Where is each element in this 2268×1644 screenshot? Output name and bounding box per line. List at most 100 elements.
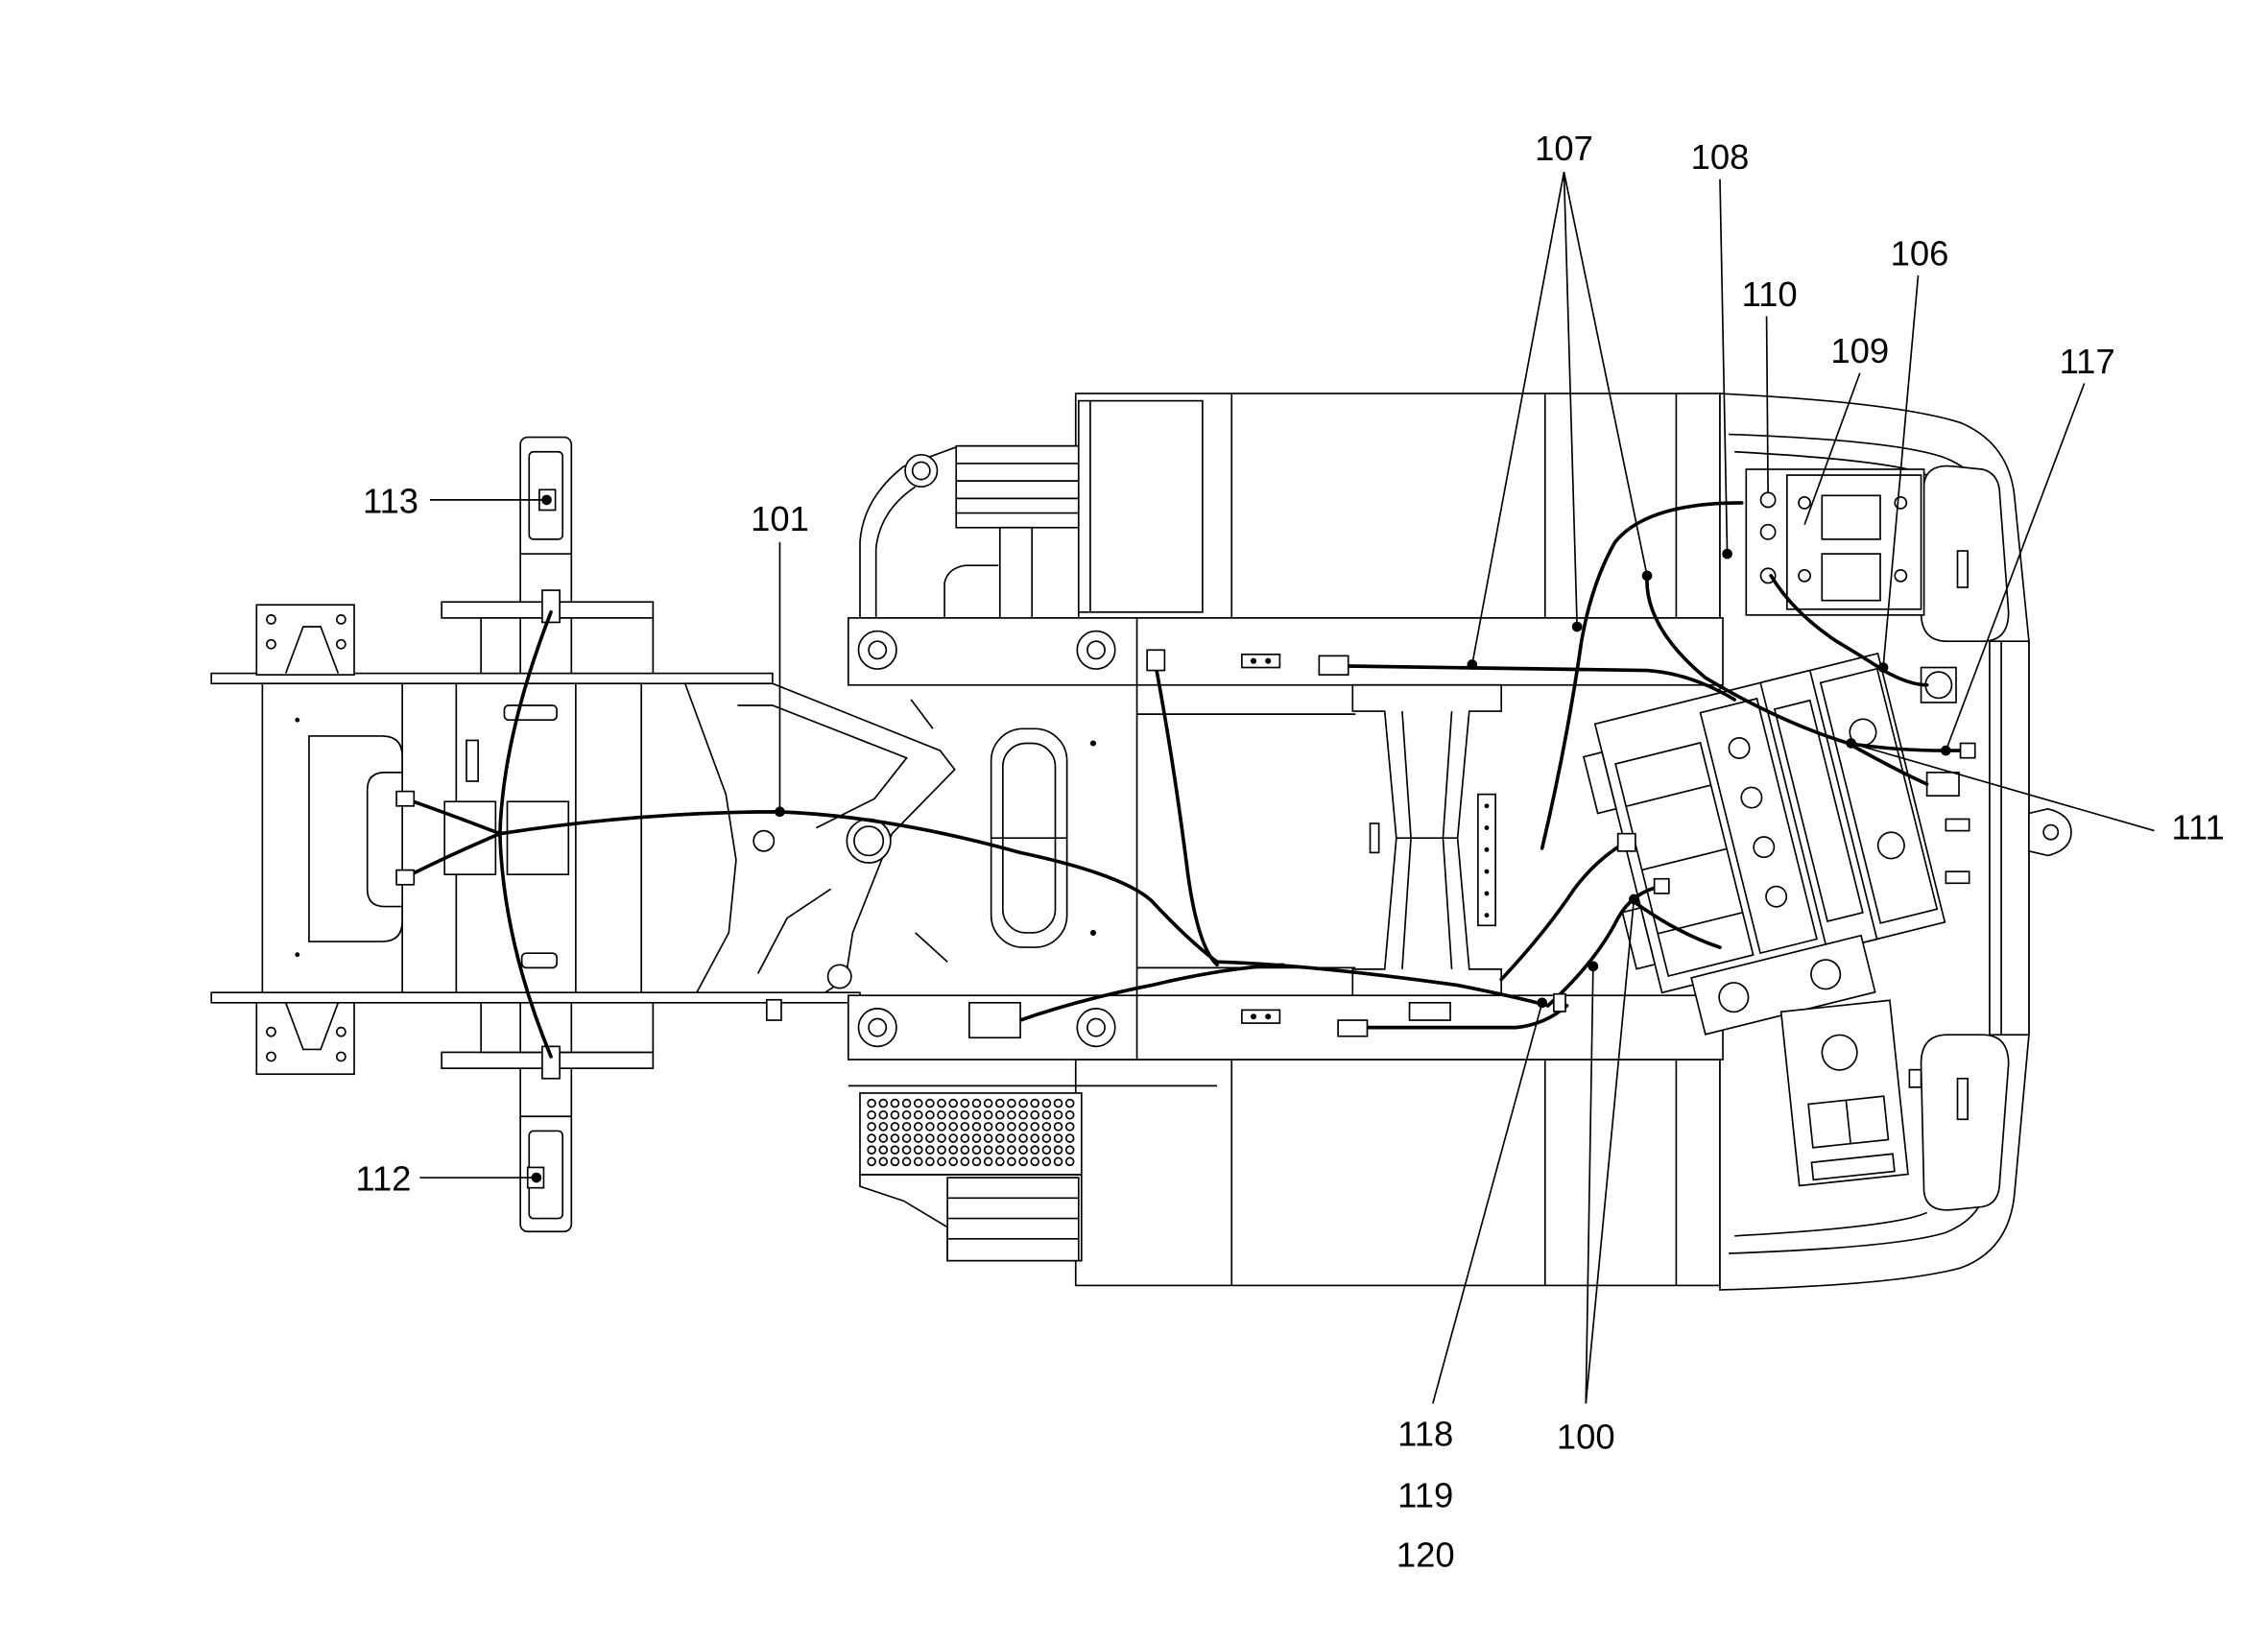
grating-hole [878, 1098, 889, 1108]
grating-hole [925, 1156, 935, 1167]
grating-hole [937, 1122, 946, 1132]
grating-hole [960, 1098, 970, 1108]
axle-connector-top [541, 589, 561, 624]
leader-107 [1563, 172, 1648, 577]
ref-numeral-112: 112 [355, 1159, 411, 1199]
grating-hole [913, 1098, 923, 1108]
grating-hole [983, 1098, 993, 1108]
grating-hole [1007, 1145, 1016, 1155]
grating-hole [878, 1145, 889, 1155]
grating-hole [890, 1145, 900, 1155]
grating-hole [995, 1156, 1005, 1167]
grating-hole [901, 1122, 912, 1132]
rear-mount-bracket-top [255, 604, 355, 676]
grating-hole [913, 1109, 923, 1120]
grating-hole [925, 1145, 935, 1155]
battery-engine-harness [1769, 574, 1885, 673]
lower-body-deck [1074, 1059, 1721, 1287]
grating-hole [1030, 1109, 1040, 1120]
junction-box [968, 1001, 1021, 1039]
connector [1337, 1019, 1369, 1037]
grating-holes [867, 1098, 1075, 1167]
grating-hole [971, 1156, 982, 1167]
grating-hole [1018, 1122, 1028, 1132]
axle-harness [498, 609, 553, 1059]
grating-hole [901, 1098, 912, 1108]
harness-connectors [395, 649, 1976, 1039]
axle-connector-bottom [541, 1045, 561, 1080]
grating-hole [995, 1098, 1005, 1108]
grating-hole [948, 1156, 958, 1167]
grating-hole [1053, 1145, 1063, 1155]
fender-bottom [1920, 1034, 2010, 1211]
grating-hole [878, 1122, 889, 1132]
ref-numeral-111: 111 [2171, 808, 2224, 847]
grating-hole [1030, 1122, 1040, 1132]
grating-hole [1053, 1109, 1063, 1120]
grating-hole [867, 1122, 876, 1132]
ref-numeral-100: 100 [1557, 1418, 1615, 1457]
grating-hole [1007, 1122, 1016, 1132]
grating-hole [960, 1109, 970, 1120]
grating-hole [901, 1133, 912, 1143]
grating-hole [1053, 1122, 1063, 1132]
hydraulic-tank [990, 727, 1097, 948]
ref-numeral-107: 107 [1535, 129, 1593, 168]
connector [395, 869, 416, 886]
grating-hole [867, 1156, 876, 1167]
grating-hole [913, 1133, 923, 1143]
leader-110 [1765, 316, 1769, 493]
grating-hole [983, 1133, 993, 1143]
ref-numeral-101: 101 [751, 499, 809, 538]
leader-107 [1563, 172, 1578, 628]
grating-hole [937, 1145, 946, 1155]
leader-108 [1719, 179, 1729, 555]
grating-hole [1007, 1098, 1016, 1108]
grating-hole [948, 1145, 958, 1155]
rear-wheel-bottom [519, 1051, 573, 1233]
grating-hole [983, 1122, 993, 1132]
grating-hole [1041, 1098, 1052, 1108]
grating-hole [1064, 1145, 1075, 1155]
rear-mount-bracket-bottom [255, 1001, 355, 1076]
grating-hole [878, 1156, 889, 1167]
grating-hole [995, 1133, 1005, 1143]
reference-numerals: 107 108 106 110 109 117 113 101 111 112 … [355, 129, 2224, 1574]
grating-hole [890, 1156, 900, 1167]
grating-hole [983, 1156, 993, 1167]
grating-hole [971, 1122, 982, 1132]
leader-111 [1850, 742, 2155, 832]
grating-hole [878, 1109, 889, 1120]
engine [1582, 652, 1946, 1036]
grating-hole [901, 1145, 912, 1155]
grating-hole [971, 1098, 982, 1108]
grating-hole [983, 1145, 993, 1155]
rear-axle-plate-bottom [441, 1001, 655, 1080]
connector [1318, 655, 1349, 676]
grating-hole [948, 1109, 958, 1120]
grating-hole [890, 1133, 900, 1143]
leader-100 [1585, 898, 1635, 1404]
grating-hole [971, 1133, 982, 1143]
access-step [848, 1084, 1218, 1262]
rear-axle-plate-top [441, 589, 655, 675]
grating-hole [1053, 1133, 1063, 1143]
connector [1616, 832, 1636, 852]
frame-rail-top [848, 617, 1724, 686]
grating-hole [1064, 1098, 1075, 1108]
leader-107 [1470, 172, 1565, 665]
connector [1146, 649, 1166, 672]
swing-arm [683, 682, 956, 1021]
grating-hole [1053, 1156, 1063, 1167]
battery [1745, 468, 1925, 616]
rear-bottom-plate [210, 991, 861, 1004]
grating-hole [948, 1133, 958, 1143]
grating-hole [1018, 1109, 1028, 1120]
grating-hole [925, 1133, 935, 1143]
grating-hole [1064, 1156, 1075, 1167]
grating-hole [867, 1145, 876, 1155]
grating-hole [1018, 1145, 1028, 1155]
ref-numeral-109: 109 [1830, 331, 1889, 370]
top-rail-harness [1346, 664, 1736, 702]
